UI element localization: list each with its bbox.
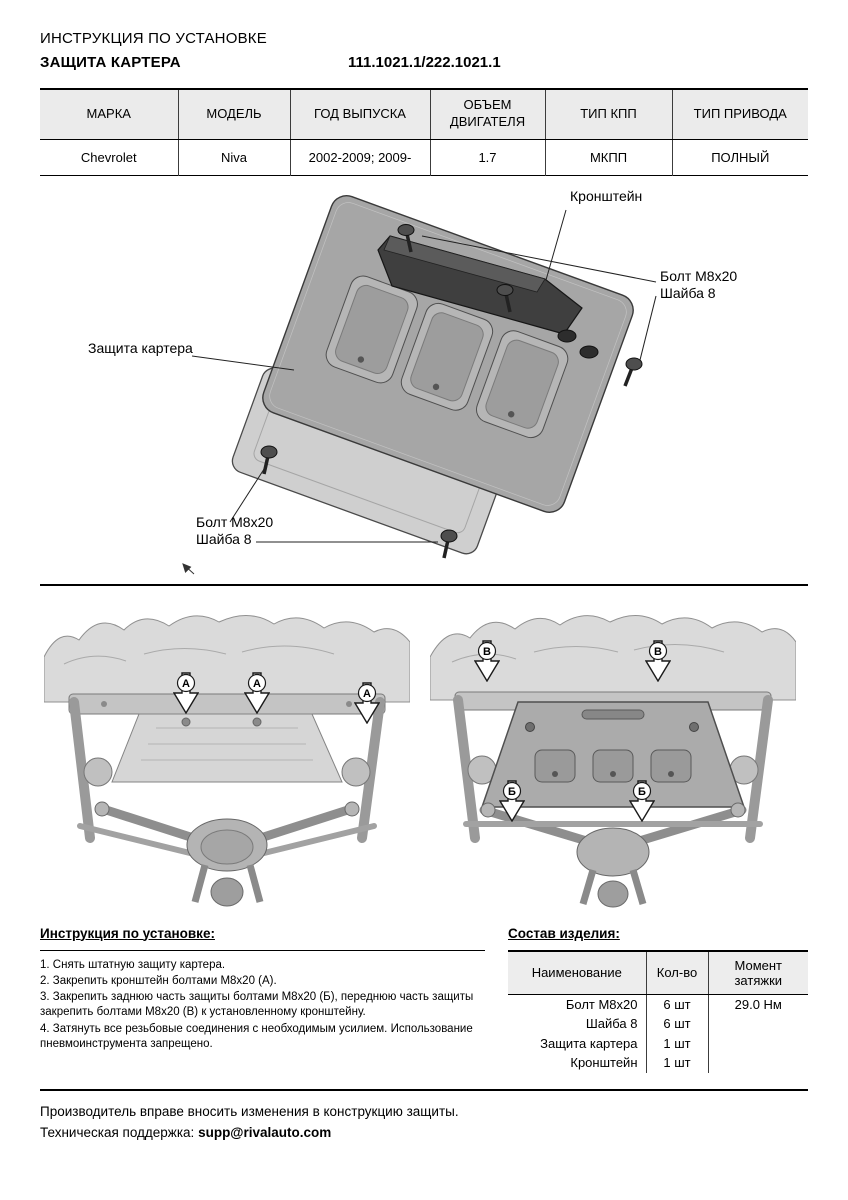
spec-data-row: Chevrolet Niva 2002-2009; 2009- 1.7 МКПП… <box>40 139 808 175</box>
marker-v-2: В <box>644 639 672 682</box>
instruction-step-3: 3. Закрепить заднюю часть защиты болтами… <box>40 991 474 1019</box>
spec-engine: 1.7 <box>429 139 545 175</box>
shield-plate <box>262 194 634 513</box>
svg-text:В: В <box>654 646 662 658</box>
label-bolt-washer-top: Болт М8х20 Шайба 8 <box>660 267 738 302</box>
spec-header-model: МОДЕЛЬ <box>177 89 290 140</box>
cushion-1 <box>557 329 577 342</box>
bolt-bottom-left <box>260 445 278 474</box>
marker-a-2: А <box>243 671 271 714</box>
spec-header-drive: ТИП ПРИВОДА <box>671 89 808 140</box>
spec-header-year: ГОД ВЫПУСКА <box>289 89 430 140</box>
part-name: Шайба 8 <box>585 1016 638 1032</box>
undercarriage-after-photo <box>429 614 797 907</box>
label-bolt-washer-bottom: Болт М8х20 Шайба 8 <box>196 513 274 548</box>
part-torque <box>707 1053 808 1073</box>
exploded-diagram <box>182 194 657 574</box>
installation-photos: А А А <box>0 586 848 912</box>
label-bracket: Кронштейн <box>570 187 643 204</box>
support-line: Техническая поддержка: supp@rivalauto.co… <box>40 1122 808 1144</box>
label-shield: Защита картера <box>88 339 193 356</box>
vehicle-spec-table: МАРКА МОДЕЛЬ ГОД ВЫПУСКА ОБЪЕМ ДВИГАТЕЛЯ… <box>40 88 808 176</box>
part-name: Кронштейн <box>570 1055 638 1071</box>
bottom-section: Инструкция по установке: 1. Снять штатну… <box>0 912 848 1073</box>
marker-b-1: Б <box>498 779 526 822</box>
part-qty: 6 шт <box>645 994 708 1015</box>
svg-text:А: А <box>182 678 190 690</box>
instruction-step-4: 4. Затянуть все резьбовые соединения с н… <box>40 1022 473 1050</box>
parts-list-title: Состав изделия: <box>508 925 620 941</box>
svg-text:А: А <box>363 688 371 700</box>
undercarriage-before-photo <box>43 614 411 906</box>
parts-list: Состав изделия: Наименование Кол-во Моме… <box>508 926 808 1073</box>
bracket-edge <box>383 235 546 292</box>
footer-divider <box>40 1088 808 1091</box>
spec-gearbox: МКПП <box>544 139 672 175</box>
marker-a-3: А <box>353 681 381 724</box>
parts-header-row: Наименование Кол-во Момент затяжки <box>508 950 808 995</box>
marker-v-1: В <box>473 639 501 682</box>
parts-header-name: Наименование <box>508 950 646 995</box>
leader-lines <box>191 209 657 542</box>
part-qty: 1 шт <box>645 1033 708 1054</box>
instructions-title: Инструкция по установке: <box>40 925 215 941</box>
parts-row: Болт М8х20 6 шт 29.0 Нм <box>508 994 808 1015</box>
spec-year: 2002-2009; 2009- <box>289 139 430 175</box>
part-name: Защита картера <box>540 1035 638 1051</box>
marker-a-1: А <box>172 671 200 714</box>
manufacturer-note: Производитель вправе вносить изменения в… <box>40 1103 459 1119</box>
part-number: 111.1021.1/222.1021.1 <box>348 54 501 71</box>
parts-header-qty: Кол-во <box>645 950 708 995</box>
sketch-arrow <box>182 562 195 574</box>
svg-text:В: В <box>483 646 491 658</box>
svg-text:Б: Б <box>638 786 646 798</box>
document-footer: Производитель вправе вносить изменения в… <box>0 1091 848 1144</box>
part-qty: 6 шт <box>645 1014 708 1034</box>
part-torque: 29.0 Нм <box>707 994 808 1015</box>
spec-model: Niva <box>177 139 290 175</box>
spec-drive: ПОЛНЫЙ <box>671 139 808 175</box>
document-header: ИНСТРУКЦИЯ ПО УСТАНОВКЕ ЗАЩИТА КАРТЕРА 1… <box>0 0 848 71</box>
parts-header-torque: Момент затяжки <box>707 950 808 995</box>
spec-header-engine: ОБЪЕМ ДВИГАТЕЛЯ <box>429 89 545 140</box>
parts-row: Защита картера 1 шт <box>508 1033 808 1054</box>
part-torque <box>707 1033 808 1054</box>
instruction-step-2: 2. Закрепить кронштейн болтами М8х20 (А)… <box>40 974 277 987</box>
part-qty: 1 шт <box>645 1053 708 1073</box>
installation-instructions: Инструкция по установке: 1. Снять штатну… <box>40 926 485 1073</box>
parts-table: Наименование Кол-во Момент затяжки Болт … <box>508 949 808 1073</box>
bolt-free-right <box>623 357 643 387</box>
instructions-rule <box>40 949 485 951</box>
bolt-bottom <box>440 529 458 558</box>
spec-header-brand: МАРКА <box>40 89 178 140</box>
photo-installed-shield: В В Б Б <box>429 602 797 912</box>
svg-text:Б: Б <box>508 786 516 798</box>
spec-brand: Chevrolet <box>80 149 137 165</box>
photo-mounting-points: А А А <box>43 602 411 912</box>
cushion-2 <box>579 345 599 358</box>
marker-b-2: Б <box>628 779 656 822</box>
spec-header-gearbox: ТИП КПП <box>544 89 672 140</box>
shield-recesses <box>325 275 569 438</box>
part-name: Болт М8х20 <box>565 996 638 1012</box>
parts-row: Кронштейн 1 шт <box>508 1053 808 1073</box>
document-title: ИНСТРУКЦИЯ ПО УСТАНОВКЕ <box>40 30 267 47</box>
svg-text:А: А <box>253 678 261 690</box>
spec-header-row: МАРКА МОДЕЛЬ ГОД ВЫПУСКА ОБЪЕМ ДВИГАТЕЛЯ… <box>40 89 808 140</box>
bolt-bracket-2 <box>496 283 514 312</box>
support-label: Техническая поддержка: <box>40 1125 195 1141</box>
product-name: ЗАЩИТА КАРТЕРА <box>40 54 181 71</box>
exploded-view: Кронштейн Болт М8х20 Шайба 8 Защита карт… <box>0 176 848 584</box>
parts-row: Шайба 8 6 шт <box>508 1014 808 1034</box>
instruction-step-1: 1. Снять штатную защиту картера. <box>40 958 226 971</box>
support-email: supp@rivalauto.com <box>198 1125 332 1141</box>
section-divider <box>40 583 808 586</box>
bolt-bracket-1 <box>397 223 415 252</box>
part-torque <box>707 1014 808 1034</box>
